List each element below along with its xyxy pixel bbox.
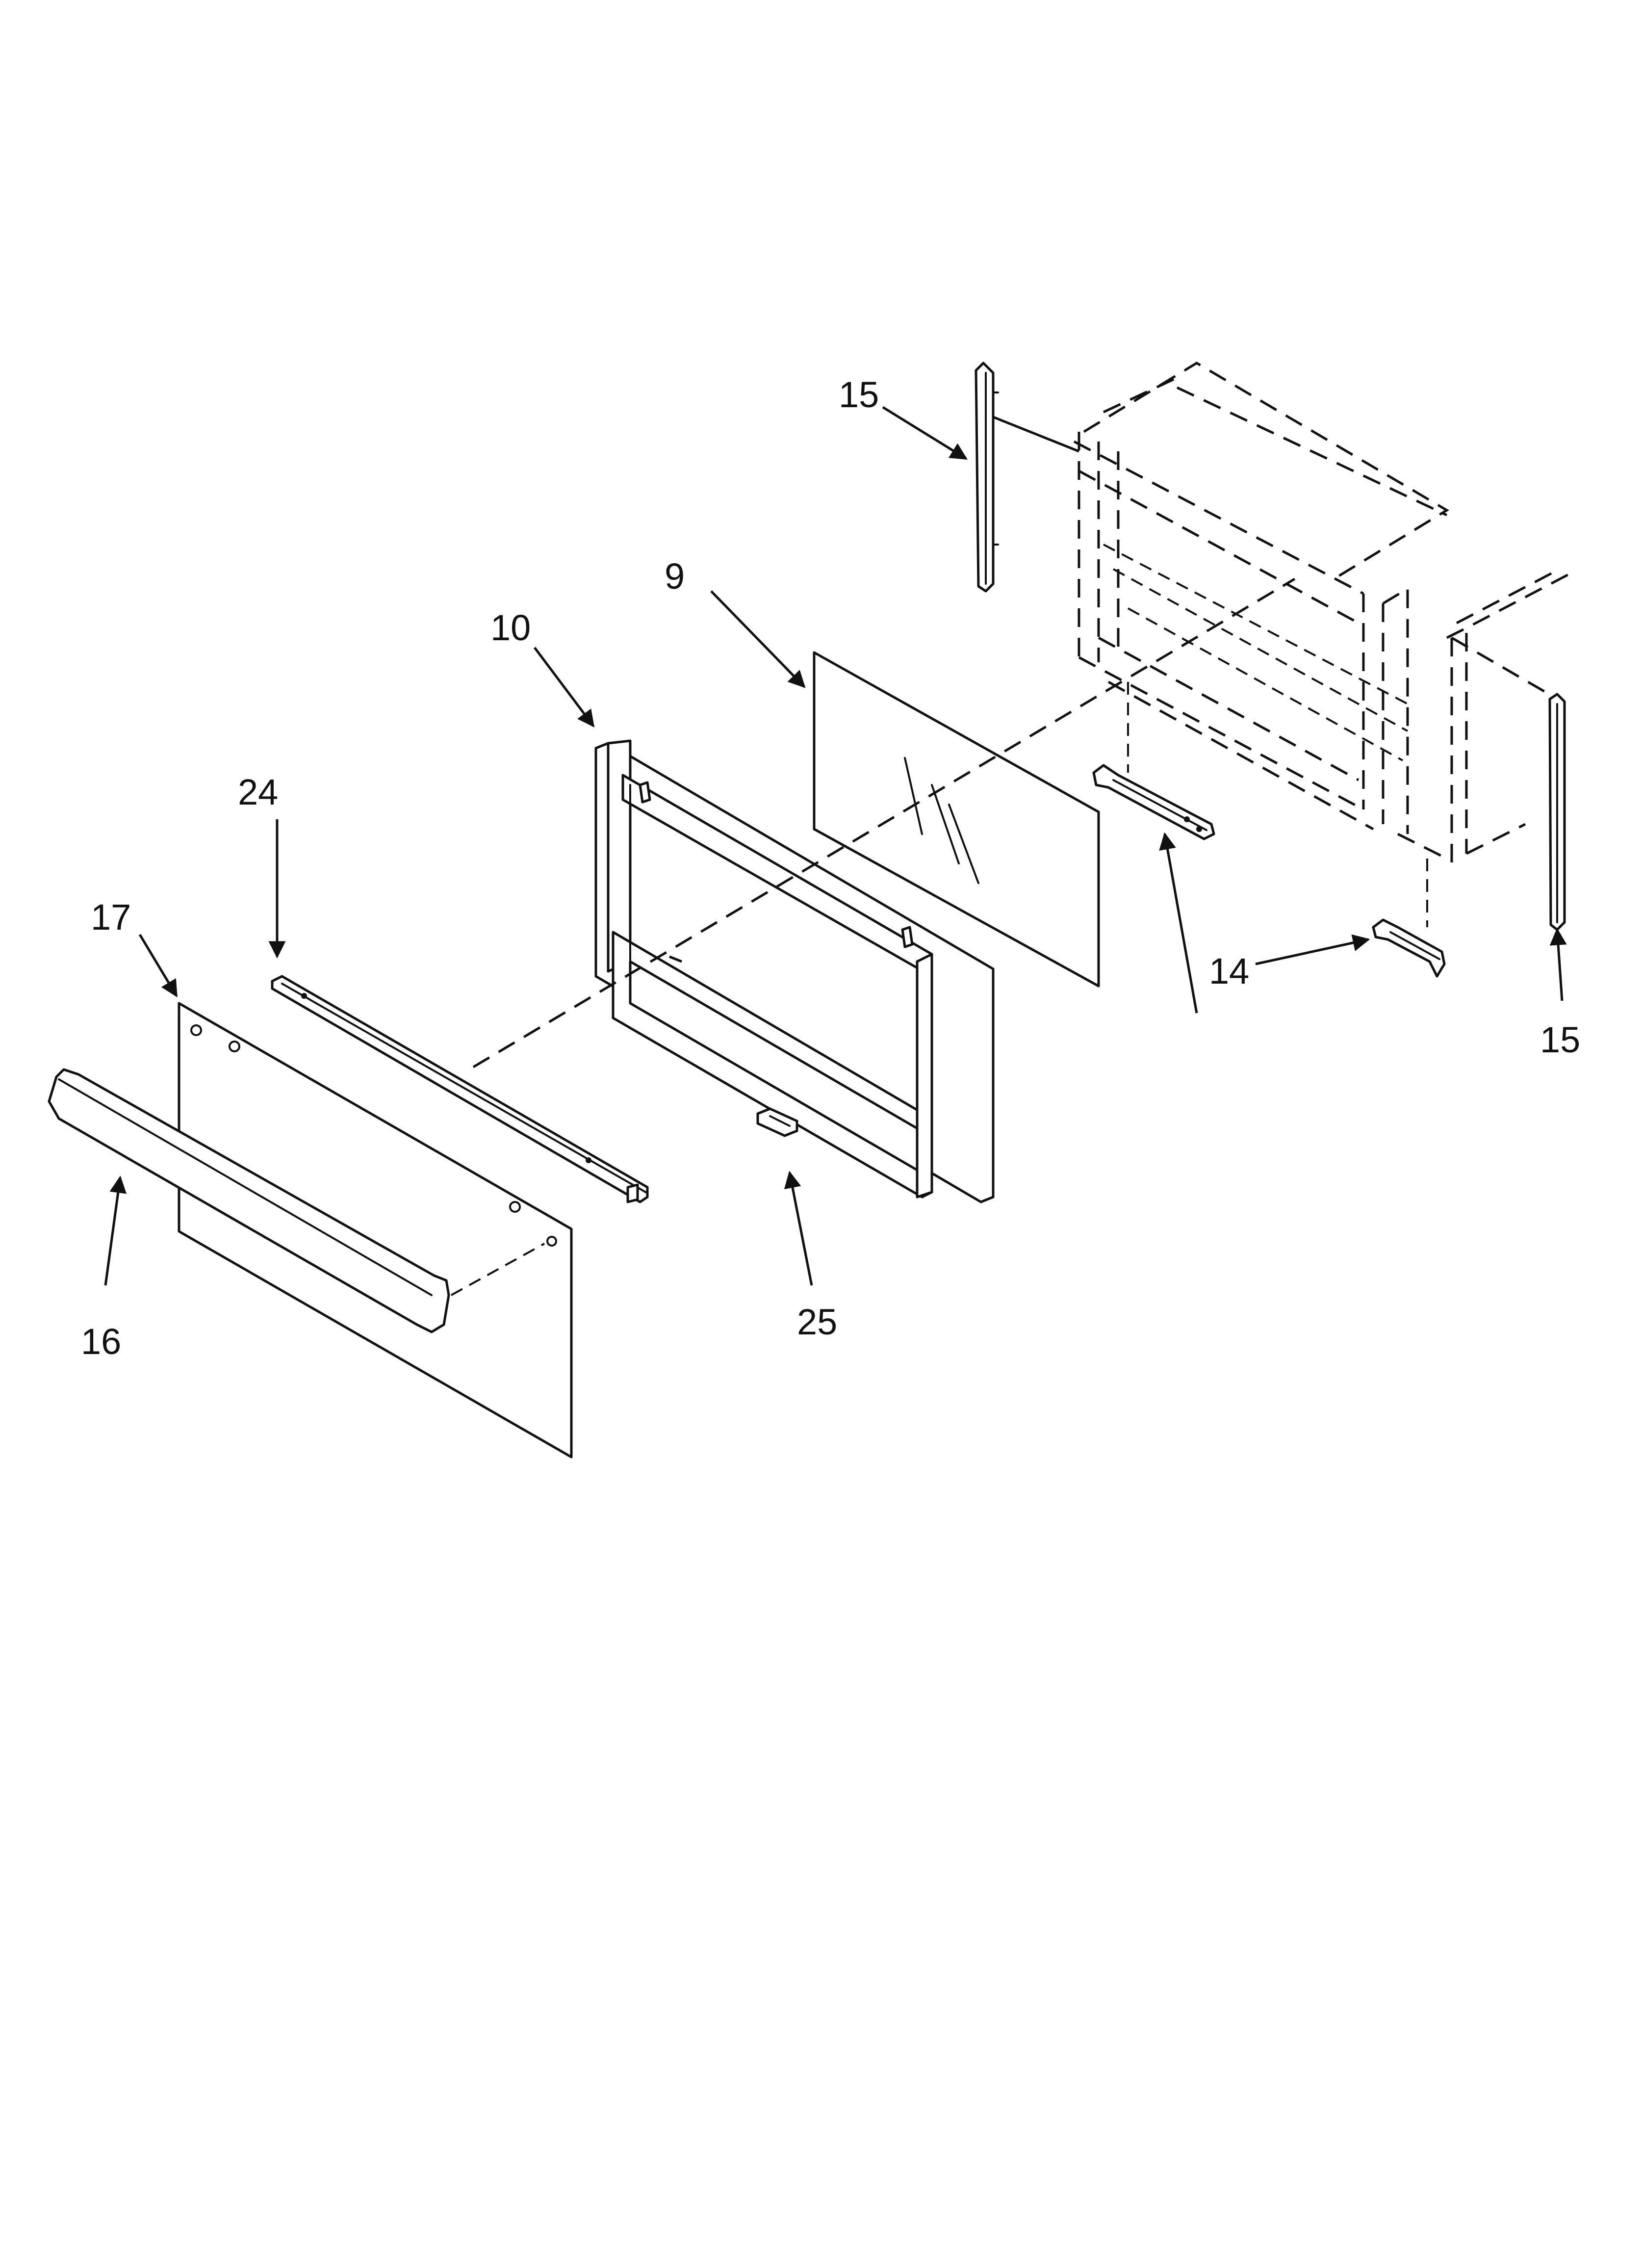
part-14-hinge-lower — [1372, 859, 1446, 978]
callout-14: 14 — [1209, 951, 1249, 991]
callout-15-top: 15 — [839, 374, 879, 415]
callout-9: 9 — [665, 556, 685, 597]
part-15-trim-right — [1548, 693, 1566, 931]
alignment-line — [451, 577, 1296, 1296]
part-14-hinge-upper — [1092, 682, 1215, 840]
part-17-outer-panel — [178, 1002, 573, 1459]
part-24-trim-channel — [271, 975, 649, 1203]
leader-arrows — [104, 406, 1567, 1286]
part-16-door-handle — [48, 1068, 450, 1333]
part-25-clip — [756, 1107, 798, 1137]
callout-10: 10 — [490, 607, 531, 648]
callout-16: 16 — [81, 1321, 121, 1362]
callout-25: 25 — [797, 1302, 837, 1342]
part-10-door-frame — [594, 739, 995, 1203]
oven-cavity-dashed — [1073, 362, 1570, 863]
callout-17: 17 — [91, 897, 131, 938]
callout-24: 24 — [238, 772, 278, 812]
part-9-glass-panel — [813, 651, 1100, 988]
callout-15-right: 15 — [1540, 1019, 1580, 1060]
part-15-trim-top — [975, 362, 1079, 593]
